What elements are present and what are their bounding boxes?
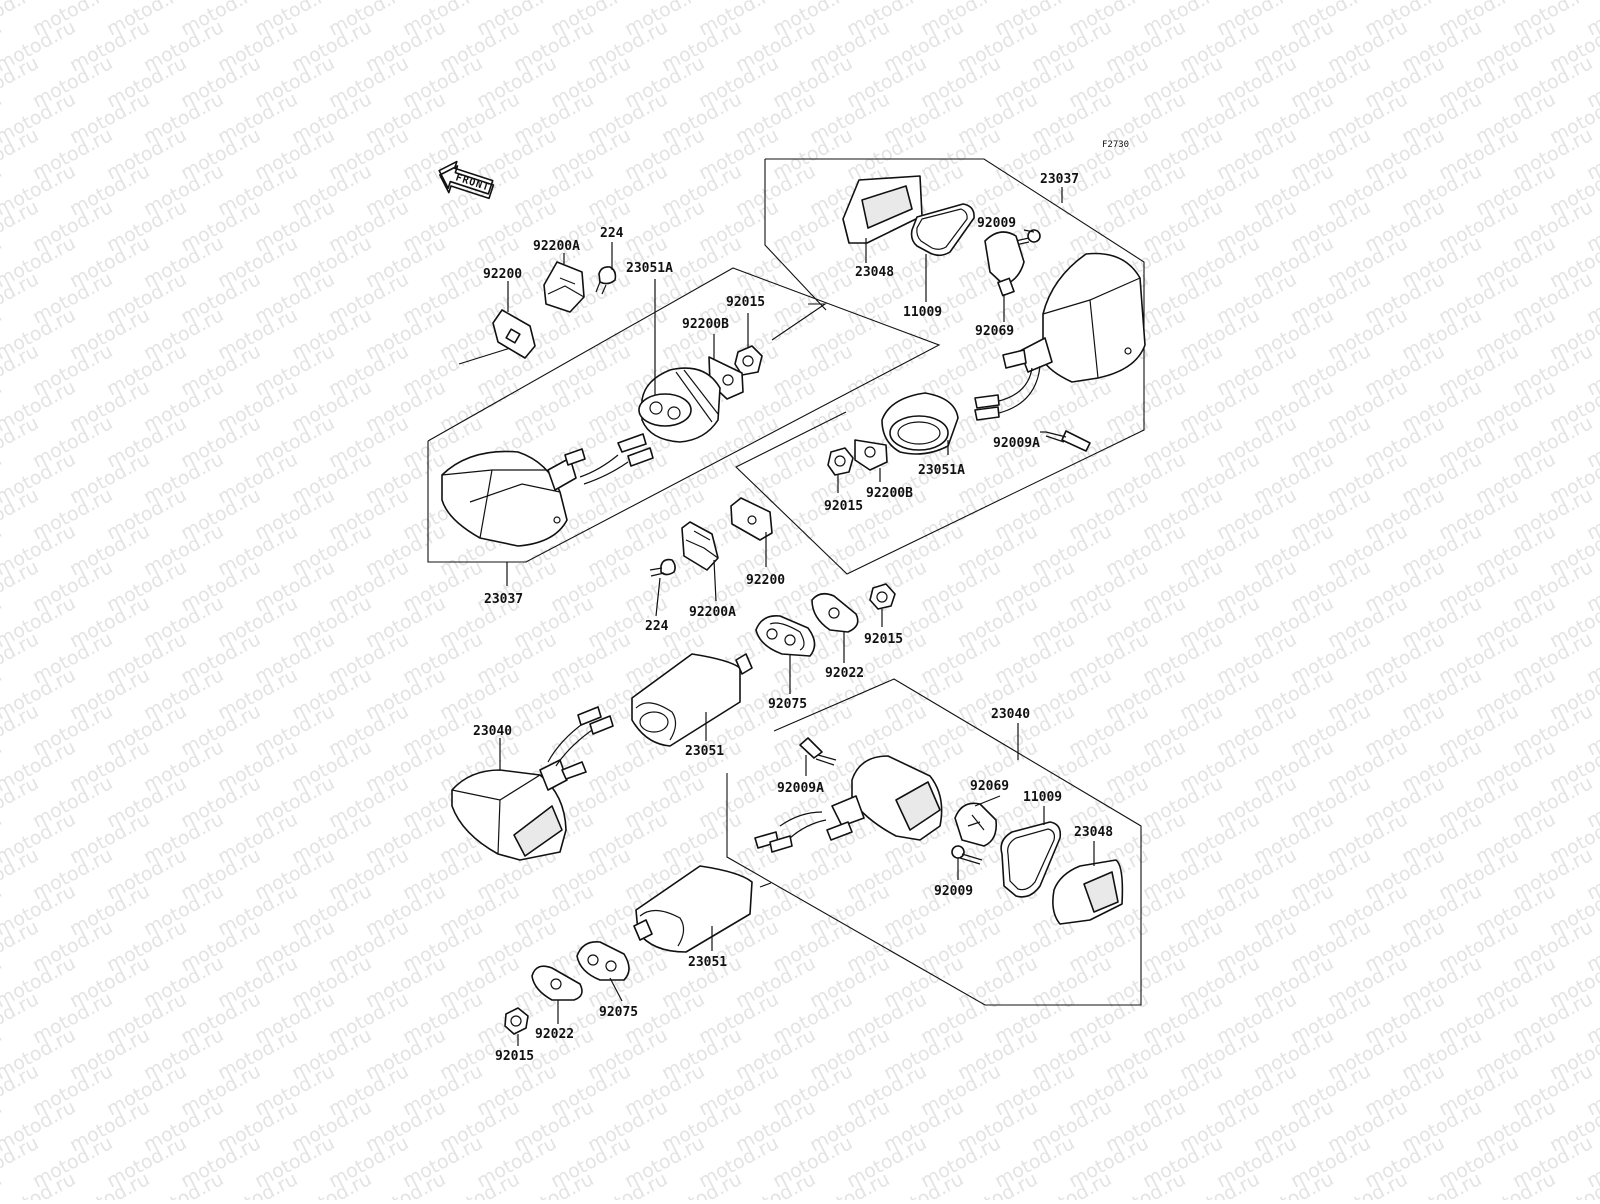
label-92015-bot[interactable]: 92015	[495, 1049, 534, 1064]
gasket-11009-bot	[1000, 821, 1062, 898]
bulb-92069-bot	[954, 802, 998, 847]
bolt-224-mid	[649, 558, 676, 577]
label-92015-right[interactable]: 92015	[864, 632, 903, 647]
label-224[interactable]: 224	[600, 226, 624, 241]
label-92200b-left[interactable]: 92200B	[682, 317, 729, 332]
label-23040-left[interactable]: 23040	[473, 724, 512, 739]
label-224-mid[interactable]: 224	[645, 619, 669, 634]
label-92022-mid[interactable]: 92022	[825, 666, 864, 681]
figure-code: F2730	[1102, 140, 1129, 150]
grommet-23051a-right	[881, 392, 959, 455]
label-92200a[interactable]: 92200A	[533, 239, 580, 254]
label-92069-top[interactable]: 92069	[975, 324, 1014, 339]
label-92200-mid[interactable]: 92200	[746, 573, 785, 588]
label-11009-top[interactable]: 11009	[903, 305, 942, 320]
nut-92015-mid	[827, 447, 854, 476]
label-92015-mid[interactable]: 92015	[824, 499, 863, 514]
label-23040-right[interactable]: 23040	[991, 707, 1030, 722]
label-11009-bot[interactable]: 11009	[1023, 790, 1062, 805]
plate-92200-top	[492, 309, 536, 359]
label-23037-left[interactable]: 23037	[484, 592, 523, 607]
label-92015-topleft[interactable]: 92015	[726, 295, 765, 310]
label-92022-bot[interactable]: 92022	[535, 1027, 574, 1042]
label-92009-bot[interactable]: 92009	[934, 884, 973, 899]
label-23048-top[interactable]: 23048	[855, 265, 894, 280]
label-23051a-left[interactable]: 23051A	[626, 261, 673, 276]
label-23051-bot[interactable]: 23051	[688, 955, 727, 970]
label-92200[interactable]: 92200	[483, 267, 522, 282]
label-23051a-right[interactable]: 23051A	[918, 463, 965, 478]
label-23051-mid[interactable]: 23051	[685, 744, 724, 759]
label-23048-bot[interactable]: 23048	[1074, 825, 1113, 840]
label-92069-bot[interactable]: 92069	[970, 779, 1009, 794]
label-92075-bot[interactable]: 92075	[599, 1005, 638, 1020]
label-92009a-bot[interactable]: 92009A	[777, 781, 824, 796]
label-92200a-mid[interactable]: 92200A	[689, 605, 736, 620]
label-23037-top[interactable]: 23037	[1040, 172, 1079, 187]
label-92200b-right[interactable]: 92200B	[866, 486, 913, 501]
label-92009a-top[interactable]: 92009A	[993, 436, 1040, 451]
label-92075-mid[interactable]: 92075	[768, 697, 807, 712]
label-92009-top[interactable]: 92009	[977, 216, 1016, 231]
